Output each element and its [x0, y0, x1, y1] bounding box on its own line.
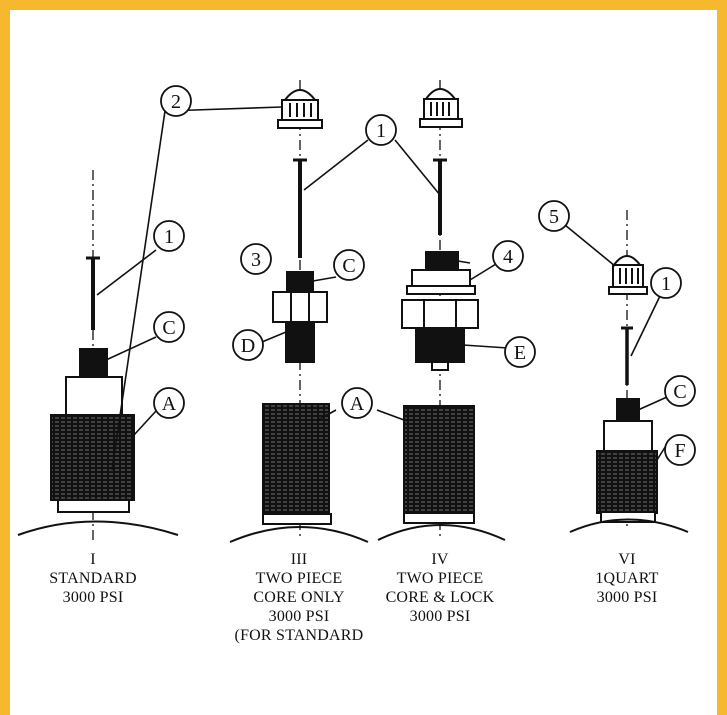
caption-standard: I STANDARD 3000 PSI [38, 550, 148, 607]
svg-text:D: D [241, 335, 255, 357]
svg-text:1: 1 [164, 226, 174, 248]
caption-roman: VI [618, 551, 636, 568]
svg-text:E: E [514, 342, 526, 364]
assembly-two-piece-core-only [229, 80, 369, 543]
svg-text:A: A [350, 393, 365, 415]
callout-c-right: C [664, 375, 696, 407]
callout-d: D [232, 329, 264, 361]
cap-icon [277, 89, 323, 129]
caption-roman: I [90, 551, 96, 568]
caption-1-quart: VI 1QUART 3000 PSI [577, 550, 677, 607]
svg-text:C: C [162, 317, 175, 339]
svg-text:2: 2 [171, 91, 181, 113]
cap-icon [608, 255, 648, 295]
svg-text:1: 1 [661, 273, 671, 295]
svg-text:5: 5 [549, 206, 559, 228]
assembly-standard [17, 170, 179, 540]
svg-text:1: 1 [376, 120, 386, 142]
callout-4: 4 [492, 240, 524, 272]
callout-5: 5 [538, 200, 570, 232]
caption-line: (FOR STANDARD [234, 627, 364, 644]
caption-line: TWO PIECE [396, 570, 484, 587]
caption-line: STANDARD [49, 570, 137, 587]
callout-f: F [664, 434, 696, 466]
frame-left-border [0, 0, 10, 715]
svg-text:3: 3 [251, 249, 261, 271]
caption-two-piece-core-only: III TWO PIECE CORE ONLY 3000 PSI (FOR ST… [234, 550, 364, 645]
svg-text:F: F [674, 440, 685, 462]
assembly-two-piece-core-lock [377, 80, 506, 541]
svg-text:C: C [673, 381, 686, 403]
callout-a-mid: A [341, 387, 373, 419]
valve-core-icon [293, 158, 307, 258]
caption-line: 3000 PSI [268, 608, 330, 625]
svg-text:C: C [342, 255, 355, 277]
callout-2: 2 [160, 85, 192, 117]
frame-top-border [0, 0, 727, 10]
caption-roman: III [290, 551, 308, 568]
cap-icon [419, 88, 463, 128]
caption-line: 1QUART [595, 570, 659, 587]
svg-text:4: 4 [503, 246, 513, 268]
valve-core-icon [433, 158, 447, 235]
frame-right-border [717, 0, 727, 715]
callout-1-mid: 1 [365, 114, 397, 146]
valve-core-icon [621, 326, 633, 385]
valve-core-icon [86, 256, 100, 330]
callout-e: E [504, 336, 536, 368]
callout-1-left: 1 [153, 220, 185, 252]
caption-line: CORE & LOCK [385, 589, 495, 606]
caption-line: 3000 PSI [62, 589, 124, 606]
callout-c-left: C [153, 311, 185, 343]
callout-c-mid: C [333, 249, 365, 281]
callout-3: 3 [240, 243, 272, 275]
caption-two-piece-core-lock: IV TWO PIECE CORE & LOCK 3000 PSI [380, 550, 500, 626]
caption-line: CORE ONLY [253, 589, 345, 606]
caption-line: 3000 PSI [409, 608, 471, 625]
caption-roman: IV [431, 551, 449, 568]
callout-1-right: 1 [650, 267, 682, 299]
callouts: 2 1 C A 1 3 C D A 4 E 5 1 C F [153, 85, 696, 466]
caption-line: 3000 PSI [596, 589, 658, 606]
assembly-1-quart [569, 210, 689, 533]
svg-text:A: A [162, 393, 177, 415]
callout-a-left: A [153, 387, 185, 419]
caption-line: TWO PIECE [255, 570, 343, 587]
leader-lines [96, 106, 668, 471]
